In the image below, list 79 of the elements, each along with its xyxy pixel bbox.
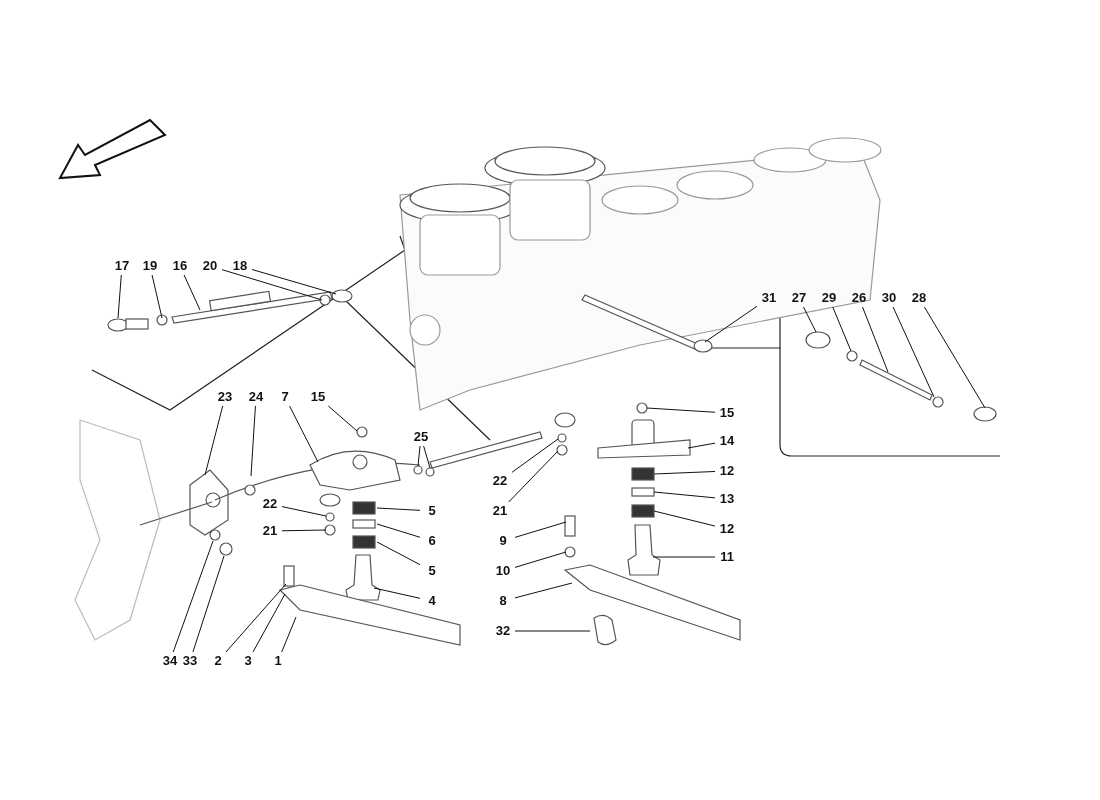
callout-number: 14 bbox=[718, 434, 736, 448]
leader-line bbox=[653, 491, 716, 499]
leader-line bbox=[204, 405, 224, 476]
callout-number: 3 bbox=[243, 654, 253, 668]
callout-number: 1 bbox=[273, 654, 283, 668]
leader-line bbox=[514, 630, 591, 632]
callout-number: 22 bbox=[491, 474, 509, 488]
leader-line bbox=[417, 445, 421, 467]
callout-number: 21 bbox=[491, 504, 509, 518]
callout-number: 28 bbox=[910, 291, 928, 305]
leader-line bbox=[514, 521, 567, 538]
callout-number: 23 bbox=[216, 390, 234, 404]
callout-number: 29 bbox=[820, 291, 838, 305]
leader-line bbox=[687, 442, 716, 449]
callout-number: 18 bbox=[231, 259, 249, 273]
callout-number: 22 bbox=[261, 497, 279, 511]
leader-line bbox=[514, 582, 573, 599]
leader-line bbox=[250, 405, 256, 477]
leader-line bbox=[117, 274, 122, 319]
leader-line bbox=[514, 551, 567, 568]
leader-line bbox=[376, 507, 421, 511]
leader-line bbox=[508, 450, 559, 503]
leader-line bbox=[151, 274, 163, 319]
callout-number: 20 bbox=[201, 259, 219, 273]
leader-line bbox=[923, 306, 986, 409]
leader-line bbox=[327, 405, 358, 432]
callout-number: 34 bbox=[161, 654, 179, 668]
leader-line bbox=[183, 274, 201, 311]
leader-line bbox=[892, 306, 935, 398]
callout-number: 15 bbox=[718, 406, 736, 420]
callout-number: 7 bbox=[280, 390, 290, 404]
leader-line bbox=[862, 306, 889, 373]
callout-number: 27 bbox=[790, 291, 808, 305]
leader-line bbox=[652, 556, 716, 558]
leader-line bbox=[192, 555, 225, 653]
leader-line bbox=[221, 269, 323, 301]
leader-line bbox=[376, 541, 421, 566]
callout-number: 26 bbox=[850, 291, 868, 305]
callout-number: 25 bbox=[412, 430, 430, 444]
leader-line bbox=[281, 529, 327, 532]
callout-number: 31 bbox=[760, 291, 778, 305]
callout-number: 32 bbox=[494, 624, 512, 638]
leader-line bbox=[172, 540, 214, 653]
callout-number: 19 bbox=[141, 259, 159, 273]
callout-number: 16 bbox=[171, 259, 189, 273]
leader-line bbox=[423, 445, 431, 469]
leader-line bbox=[281, 616, 297, 653]
callout-number: 10 bbox=[494, 564, 512, 578]
leader-line bbox=[376, 523, 421, 538]
leader-line bbox=[832, 306, 852, 352]
callout-number: 8 bbox=[498, 594, 508, 608]
leader-line bbox=[653, 471, 716, 475]
callout-number: 24 bbox=[247, 390, 265, 404]
leader-line bbox=[373, 587, 421, 599]
callout-number: 11 bbox=[719, 550, 735, 564]
leader-line bbox=[704, 305, 758, 343]
leader-line bbox=[289, 405, 319, 463]
callout-number: 5 bbox=[427, 564, 437, 578]
leader-line bbox=[251, 269, 337, 295]
callout-number: 4 bbox=[427, 594, 437, 608]
callout-number: 13 bbox=[718, 492, 736, 506]
leader-line bbox=[511, 438, 559, 473]
callout-number: 15 bbox=[309, 390, 327, 404]
callout-number: 6 bbox=[427, 534, 437, 548]
leader-line bbox=[646, 407, 716, 413]
callout-number: 5 bbox=[427, 504, 437, 518]
callout-number: 21 bbox=[261, 524, 279, 538]
leader-line bbox=[225, 583, 287, 653]
leader-line bbox=[281, 506, 327, 517]
callout-number: 2 bbox=[213, 654, 223, 668]
callout-number: 9 bbox=[498, 534, 508, 548]
callout-number: 12 bbox=[718, 522, 736, 536]
callout-number: 33 bbox=[181, 654, 199, 668]
callout-number: 17 bbox=[113, 259, 131, 273]
callout-number: 12 bbox=[718, 464, 736, 478]
callout-number: 30 bbox=[880, 291, 898, 305]
leader-line bbox=[803, 306, 817, 333]
leader-line bbox=[252, 593, 286, 653]
leader-line bbox=[653, 510, 716, 527]
